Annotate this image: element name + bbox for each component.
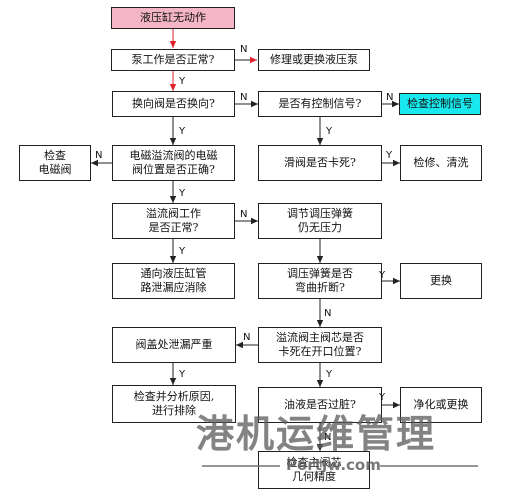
edge-label-signal-no: N — [386, 92, 394, 103]
edge-label-oil-yes: Y — [379, 392, 386, 403]
node-check-control-signal: 检查控制信号 — [399, 93, 481, 115]
edge-label-signal-yes: Y — [326, 126, 333, 137]
edge-label-bent-yes: Y — [379, 270, 386, 281]
edge-label-pump-yes: Y — [179, 76, 186, 87]
node-service-clean: 检修、清洗 — [400, 145, 482, 181]
edge-label-relief-yes: Y — [179, 246, 186, 257]
edge-label-reversing-yes: Y — [179, 126, 186, 137]
edge-label-core-no: N — [243, 332, 251, 343]
node-cylinder-pipe-leak: 通向液压缸管 路泄漏应消除 — [112, 263, 235, 299]
edge-label-solenoid-no: N — [95, 150, 103, 161]
node-control-signal: 是否有控制信号? — [258, 91, 382, 117]
edge-label-solenoid-yes: Y — [179, 188, 186, 199]
node-spool-stuck: 滑阀是否卡死? — [258, 145, 382, 181]
node-pump-normal: 泵工作是否正常? — [111, 49, 235, 71]
node-reversing-valve: 换向阀是否换向? — [112, 91, 235, 117]
edge-label-spool-yes: Y — [386, 150, 393, 161]
node-main-core-stuck: 溢流阀主阀芯是否 卡死在开口位置? — [258, 327, 382, 363]
node-solenoid-position: 电磁溢流阀的电磁 阀位置是否正确? — [112, 145, 235, 181]
watermark-title: 港机运维管理 — [196, 412, 437, 456]
edge-label-relief-no: N — [240, 209, 248, 220]
edge-label-core-yes: Y — [326, 369, 333, 380]
node-spring-bent: 调压弹簧是否 弯曲折断? — [258, 263, 382, 299]
edge-label-cover-yes: Y — [179, 369, 186, 380]
watermark-url: PortJw.com — [286, 456, 381, 474]
node-cover-leak: 阀盖处泄漏严重 — [112, 327, 236, 363]
edge-label-pump-no: N — [240, 44, 248, 55]
node-analyze-cause: 检查并分析原因, 进行排除 — [112, 385, 236, 423]
node-adjust-spring: 调节调压弹簧 仍无压力 — [258, 203, 382, 239]
watermark-rule-left — [202, 465, 280, 467]
node-replace: 更换 — [400, 263, 482, 299]
node-relief-valve-normal: 溢流阀工作 是否正常? — [112, 203, 235, 239]
node-repair-pump: 修理或更换液压泵 — [258, 49, 370, 71]
edge-label-bent-no: N — [324, 308, 332, 319]
node-purify-replace: 净化或更换 — [400, 387, 482, 423]
edge-label-oil-no: N — [324, 432, 332, 443]
node-cylinder-no-action: 液压缸无动作 — [111, 7, 235, 29]
watermark-rule-right — [380, 465, 478, 467]
node-oil-dirty: 油液是否过脏? — [258, 387, 382, 423]
edge-label-reversing-no: N — [240, 92, 248, 103]
node-check-solenoid: 检查 电磁阀 — [19, 145, 91, 181]
node-check-geometry: 检查主阀芯 几何精度 — [258, 451, 370, 489]
